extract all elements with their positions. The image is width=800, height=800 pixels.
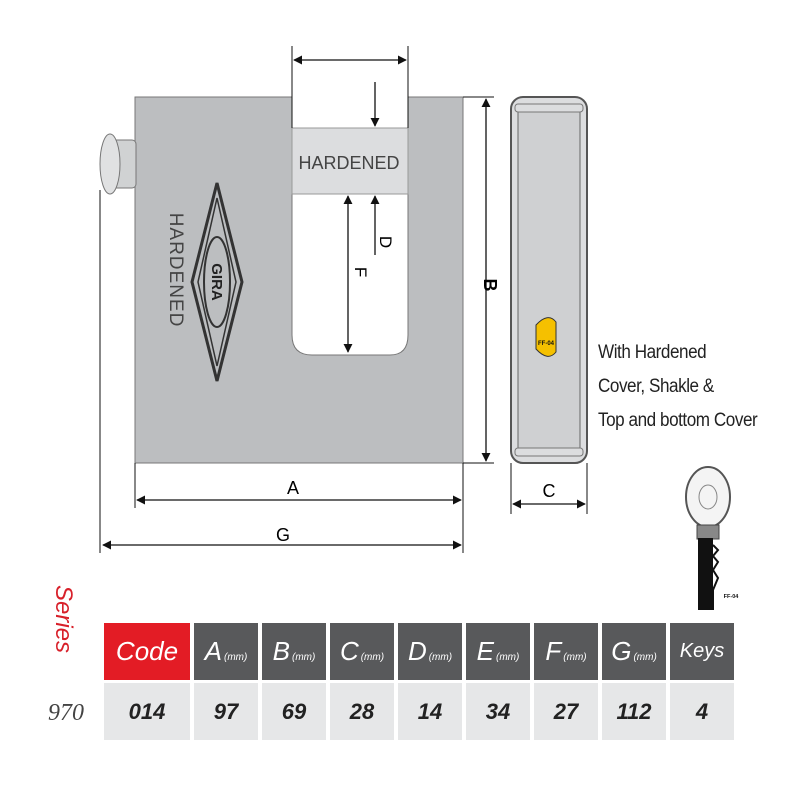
note-line: Cover, Shakle &: [598, 376, 714, 397]
spec-table: Code A(mm) B(mm) C(mm) D(mm) E(mm) F(mm)…: [100, 620, 738, 743]
keyway-code: FF-04: [538, 341, 555, 347]
lock-side-view: FF-04: [510, 96, 588, 464]
keyhole-icon: [535, 317, 557, 357]
series-label: Series: [40, 565, 80, 675]
dim-d-label: D: [376, 236, 395, 248]
key-icon: FF-04: [685, 466, 740, 610]
cell-keys: 4: [670, 683, 734, 740]
header-code: Code: [104, 623, 190, 680]
brand-logo: GIRA: [190, 182, 244, 382]
header-a: A(mm): [194, 623, 258, 680]
dim-f-label: F: [351, 267, 370, 277]
logo-text: GIRA: [208, 263, 225, 301]
header-g: G(mm): [602, 623, 666, 680]
header-d: D(mm): [398, 623, 462, 680]
header-e: E(mm): [466, 623, 530, 680]
header-f: F(mm): [534, 623, 598, 680]
header-b: B(mm): [262, 623, 326, 680]
dim-a-label: A: [287, 478, 299, 498]
series-value: 970: [48, 700, 84, 726]
dim-b-label: B: [480, 279, 500, 292]
cell-g: 112: [602, 683, 666, 740]
cell-b: 69: [262, 683, 326, 740]
key-code: FF-04: [724, 594, 740, 600]
spec-header-row: Code A(mm) B(mm) C(mm) D(mm) E(mm) F(mm)…: [104, 623, 734, 680]
cell-code: 014: [104, 683, 190, 740]
cell-d: 14: [398, 683, 462, 740]
note-line: With Hardened: [598, 342, 707, 363]
cell-e: 34: [466, 683, 530, 740]
header-c: C(mm): [330, 623, 394, 680]
body-label: HARDENED: [165, 213, 186, 328]
feature-note: With Hardened Cover, Shakle & Top and bo…: [598, 336, 769, 438]
note-line: Top and bottom Cover: [598, 410, 758, 431]
cell-f: 27: [534, 683, 598, 740]
dim-c-label: C: [543, 481, 556, 501]
shackle-label: HARDENED: [298, 153, 399, 173]
cell-c: 28: [330, 683, 394, 740]
table-row: 014 97 69 28 14 34 27 112 4: [104, 683, 734, 740]
dim-g-label: G: [276, 525, 290, 545]
series-label-text: Series: [50, 584, 77, 654]
plunger: [99, 133, 137, 195]
cell-a: 97: [194, 683, 258, 740]
shackle-bar: [291, 127, 409, 195]
header-keys: Keys: [670, 623, 734, 680]
